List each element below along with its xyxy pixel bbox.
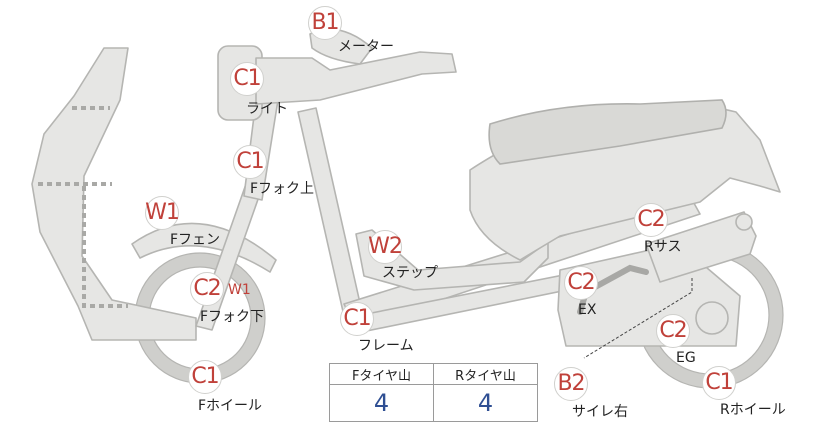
part-label-meter: メーター [338, 39, 394, 55]
grade-badge-f-fork-lower-secondary: W1 [228, 282, 251, 298]
grade-badge-ex: C2 [564, 266, 598, 300]
legshield-seam-dots [38, 106, 128, 308]
part-label-muffler-right: サイレ右 [572, 404, 628, 420]
part-label-eg: EG [676, 350, 696, 366]
grade-badge-step: W2 [368, 230, 403, 264]
grade-badge-frame: C1 [340, 302, 374, 336]
handlebar-shape [255, 51, 457, 105]
grade-badge-f-fender: W1 [145, 196, 180, 230]
rear-tire-tread-header: Rタイヤ山 [433, 363, 538, 385]
grade-badge-r-sus: C2 [634, 203, 668, 237]
part-label-r-sus: Rサス [644, 239, 682, 255]
tire-tread-header-row: Fタイヤ山 Rタイヤ山 [329, 363, 538, 385]
grade-badge-f-wheel: C1 [188, 360, 222, 394]
part-label-ex: EX [578, 302, 597, 318]
part-label-f-fender: Fフェン [170, 232, 221, 248]
grade-badge-r-wheel: C1 [702, 366, 736, 400]
grade-badge-f-fork-upper: C1 [233, 145, 267, 179]
part-label-f-fork-upper: Fフォク上 [250, 181, 315, 197]
part-label-step: ステップ [382, 265, 438, 281]
grade-badge-eg: C2 [656, 314, 690, 348]
part-label-f-fork-lower: Fフォク下 [200, 309, 265, 325]
seat-shape [488, 99, 727, 165]
legshield-shape [31, 47, 197, 341]
front-fender-shape [131, 222, 277, 273]
grade-badge-meter: B1 [308, 6, 342, 40]
tire-tread-table: Fタイヤ山 Rタイヤ山 4 4 [329, 363, 538, 422]
front-tire-tread-header: Fタイヤ山 [329, 363, 434, 385]
rear-suspension-shape [645, 211, 757, 283]
tire-tread-value-row: 4 4 [329, 384, 538, 422]
exhaust-pipe-shape [577, 264, 649, 315]
grade-badge-f-fork-lower: C2 [190, 272, 224, 306]
rear-hub-shape [695, 301, 729, 335]
part-label-light: ライト [246, 101, 288, 117]
grade-badge-light: C1 [230, 62, 264, 96]
rear-tire-tread-value: 4 [433, 384, 538, 422]
front-tire-tread-value: 4 [329, 384, 434, 422]
part-label-frame: フレーム [358, 338, 414, 354]
frame-tube-shape [297, 107, 363, 317]
grade-badge-muffler-right: B2 [554, 367, 588, 401]
part-label-r-wheel: Rホイール [720, 402, 786, 418]
part-label-f-wheel: Fホイール [198, 398, 263, 414]
